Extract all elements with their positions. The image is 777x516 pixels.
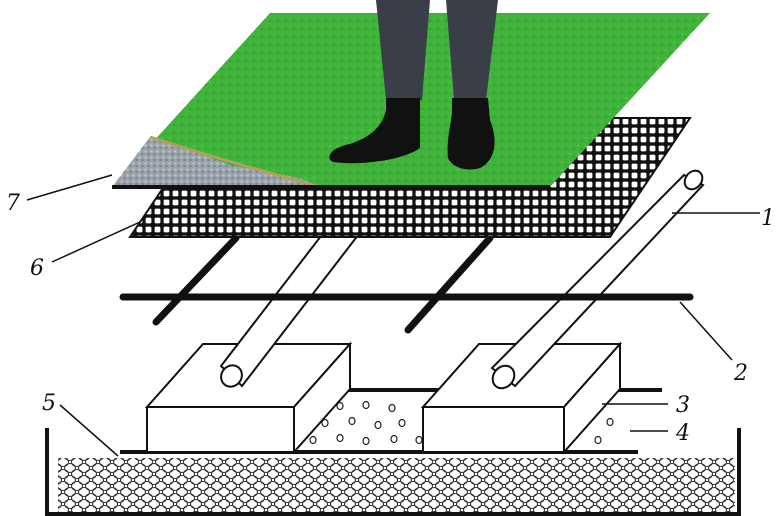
label-5: 5	[42, 391, 56, 416]
label-7: 7	[6, 191, 20, 216]
label-6: 6	[30, 256, 44, 281]
label-4: 4	[675, 421, 690, 446]
label-3: 3	[676, 393, 690, 418]
label-2: 2	[733, 361, 748, 386]
label-1: 1	[761, 206, 775, 231]
